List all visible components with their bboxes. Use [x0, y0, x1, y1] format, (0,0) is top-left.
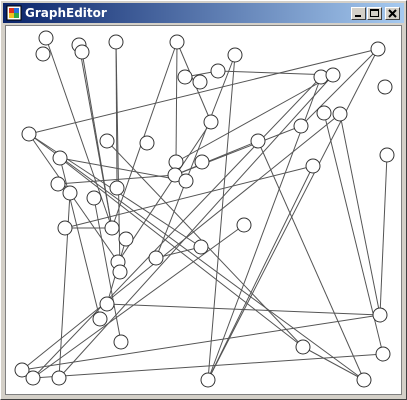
maximize-icon: [370, 9, 379, 17]
graph-edge[interactable]: [59, 157, 101, 320]
graph-node[interactable]: [295, 339, 311, 355]
graph-node[interactable]: [21, 126, 37, 142]
app-icon: [6, 5, 22, 21]
graph-node[interactable]: [377, 79, 393, 95]
graph-edge[interactable]: [175, 74, 334, 163]
graph-node[interactable]: [370, 41, 386, 57]
graph-node[interactable]: [51, 370, 67, 386]
graph-edge[interactable]: [175, 41, 178, 163]
graph-edge[interactable]: [45, 37, 113, 229]
graph-node[interactable]: [177, 69, 193, 85]
graph-edge[interactable]: [32, 76, 322, 379]
graph-edge[interactable]: [106, 303, 381, 316]
graph-edge[interactable]: [117, 121, 212, 263]
graph-edge[interactable]: [155, 246, 202, 259]
edge-layer: [21, 37, 388, 381]
minimize-button[interactable]: [351, 7, 366, 20]
graph-node[interactable]: [356, 372, 372, 388]
close-icon: [388, 9, 397, 18]
graph-node[interactable]: [236, 217, 252, 233]
graph-node[interactable]: [86, 190, 102, 206]
graph-node[interactable]: [375, 346, 391, 362]
graph-edge[interactable]: [339, 113, 381, 316]
graph-node[interactable]: [305, 158, 321, 174]
graph-node[interactable]: [194, 154, 210, 170]
graph-node[interactable]: [38, 30, 54, 46]
maximize-button[interactable]: [367, 7, 382, 20]
graph-node[interactable]: [372, 307, 388, 323]
graph-node[interactable]: [74, 44, 90, 60]
close-button[interactable]: [385, 7, 400, 20]
node-layer[interactable]: [14, 30, 395, 388]
graph-node[interactable]: [104, 220, 120, 236]
graph-edge[interactable]: [57, 174, 176, 185]
graph-edge[interactable]: [111, 41, 178, 229]
graph-node[interactable]: [293, 118, 309, 134]
graph-node[interactable]: [52, 150, 68, 166]
graph-node[interactable]: [92, 311, 108, 327]
graph-edge[interactable]: [155, 54, 236, 259]
graph-edge[interactable]: [64, 165, 314, 229]
graph-node[interactable]: [35, 46, 51, 62]
graph-node[interactable]: [193, 239, 209, 255]
graph-edge[interactable]: [207, 165, 314, 381]
graph-node[interactable]: [325, 67, 341, 83]
graph-edge[interactable]: [302, 346, 365, 381]
graph-node[interactable]: [316, 105, 332, 121]
graph-node[interactable]: [108, 34, 124, 50]
graph-svg[interactable]: [6, 26, 402, 395]
graph-edge[interactable]: [28, 48, 379, 135]
graph-node[interactable]: [168, 154, 184, 170]
minimize-icon: [355, 15, 361, 17]
graph-node[interactable]: [200, 372, 216, 388]
graph-edge[interactable]: [207, 48, 379, 381]
graph-node[interactable]: [99, 133, 115, 149]
graph-edge[interactable]: [59, 157, 304, 348]
graph-node[interactable]: [379, 147, 395, 163]
window-title: GraphEditor: [25, 6, 107, 20]
graph-node[interactable]: [250, 133, 266, 149]
title-bar[interactable]: GraphEditor: [3, 3, 404, 23]
graph-edge[interactable]: [32, 353, 384, 379]
graph-edge[interactable]: [257, 140, 365, 381]
graph-edge[interactable]: [32, 224, 245, 379]
graph-node[interactable]: [169, 34, 185, 50]
graph-node[interactable]: [203, 114, 219, 130]
graph-node[interactable]: [62, 185, 78, 201]
graph-node[interactable]: [148, 250, 164, 266]
graph-edge[interactable]: [59, 157, 187, 182]
graph-node[interactable]: [99, 296, 115, 312]
graph-node[interactable]: [109, 180, 125, 196]
graph-node[interactable]: [118, 231, 134, 247]
graph-node[interactable]: [139, 135, 155, 151]
graph-node[interactable]: [57, 220, 73, 236]
graph-node[interactable]: [14, 362, 30, 378]
graph-node[interactable]: [112, 264, 128, 280]
graph-edge[interactable]: [28, 133, 365, 381]
graph-node[interactable]: [332, 106, 348, 122]
graph-node[interactable]: [178, 173, 194, 189]
graph-edge[interactable]: [21, 113, 341, 371]
graph-node[interactable]: [192, 74, 208, 90]
graph-edge[interactable]: [174, 125, 302, 176]
graph-node[interactable]: [227, 47, 243, 63]
graph-node[interactable]: [210, 63, 226, 79]
graph-edge[interactable]: [21, 314, 381, 371]
graph-edge[interactable]: [207, 54, 236, 381]
graph-edge[interactable]: [217, 70, 334, 76]
graph-node[interactable]: [113, 334, 129, 350]
graph-node[interactable]: [50, 176, 66, 192]
graph-edge[interactable]: [379, 154, 388, 316]
graph-node[interactable]: [25, 370, 41, 386]
graph-edge[interactable]: [115, 41, 118, 189]
graph-edge[interactable]: [300, 48, 379, 127]
graph-edge[interactable]: [81, 51, 113, 229]
graph-edge[interactable]: [58, 74, 334, 379]
graph-canvas[interactable]: [5, 25, 402, 395]
